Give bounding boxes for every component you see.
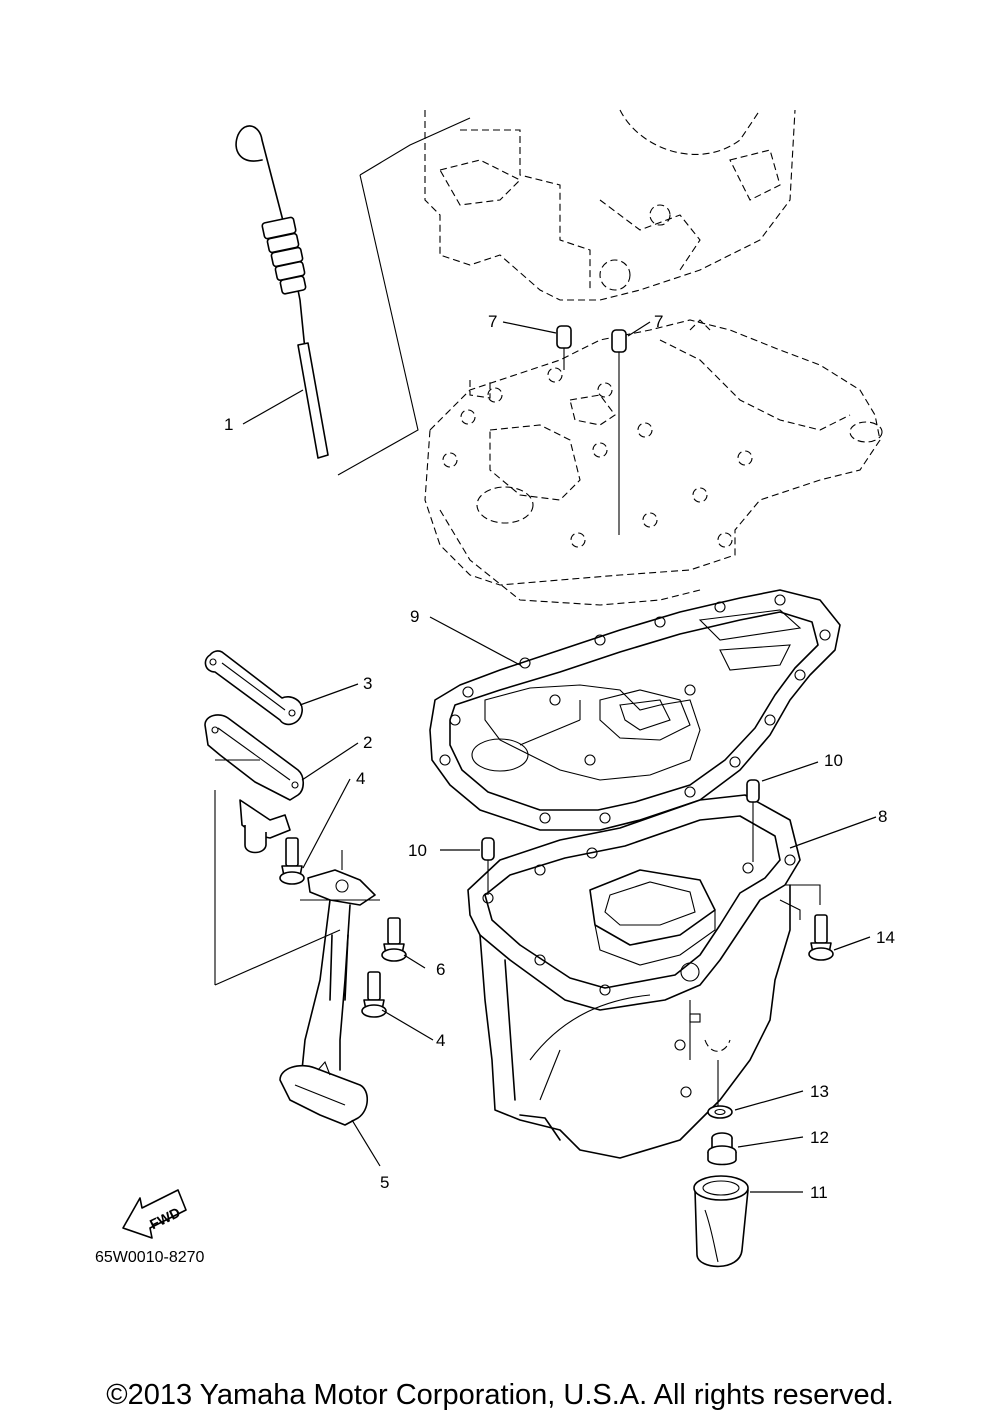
- leader-lines: [242, 321, 877, 1193]
- callout-13: 13: [810, 1082, 829, 1101]
- callout-14: 14: [876, 928, 895, 947]
- callout-10-right: 10: [824, 751, 843, 770]
- strainer-gasket: [204, 650, 303, 726]
- drain-cap: [693, 1175, 749, 1268]
- oil-pan: [467, 794, 821, 1159]
- bolt-4-lower: [361, 971, 387, 1018]
- callout-3: 3: [363, 674, 372, 693]
- callout-7-left: 7: [488, 312, 497, 331]
- bolt-14: [808, 914, 834, 961]
- upper-casing: [424, 319, 883, 606]
- callout-7-right: 7: [654, 312, 663, 331]
- drain-plug: [707, 1132, 737, 1166]
- dowel-pins-7: [556, 325, 627, 535]
- oil-pan-gasket: [429, 589, 841, 831]
- drain-washer: [707, 1105, 733, 1119]
- callout-11: 11: [810, 1183, 828, 1202]
- callouts: 1 2 3 4 4 5 6 7 7 8 9 10 10 11 12 13 14: [224, 312, 895, 1202]
- bolt-6: [381, 917, 407, 962]
- callout-1: 1: [224, 415, 233, 434]
- strainer-cover: [204, 714, 305, 854]
- dipstick: [235, 117, 471, 476]
- callout-8: 8: [878, 807, 887, 826]
- diagram-code: 65W0010-8270: [95, 1249, 205, 1266]
- copyright-notice: ©2013 Yamaha Motor Corporation, U.S.A. A…: [106, 1379, 894, 1411]
- callout-5: 5: [380, 1173, 389, 1192]
- dowel-pins-10: [481, 779, 760, 895]
- bolt-4-upper: [279, 837, 305, 885]
- engine-block: [424, 109, 796, 301]
- oil-strainer: [214, 759, 380, 1126]
- callout-10-left: 10: [408, 841, 427, 860]
- callout-6: 6: [436, 960, 445, 979]
- callout-12: 12: [810, 1128, 829, 1147]
- callout-4-lower: 4: [436, 1031, 445, 1050]
- callout-9: 9: [410, 607, 419, 626]
- callout-2: 2: [363, 733, 372, 752]
- fwd-arrow-icon: FWD: [122, 1189, 187, 1239]
- callout-4-upper: 4: [356, 769, 365, 788]
